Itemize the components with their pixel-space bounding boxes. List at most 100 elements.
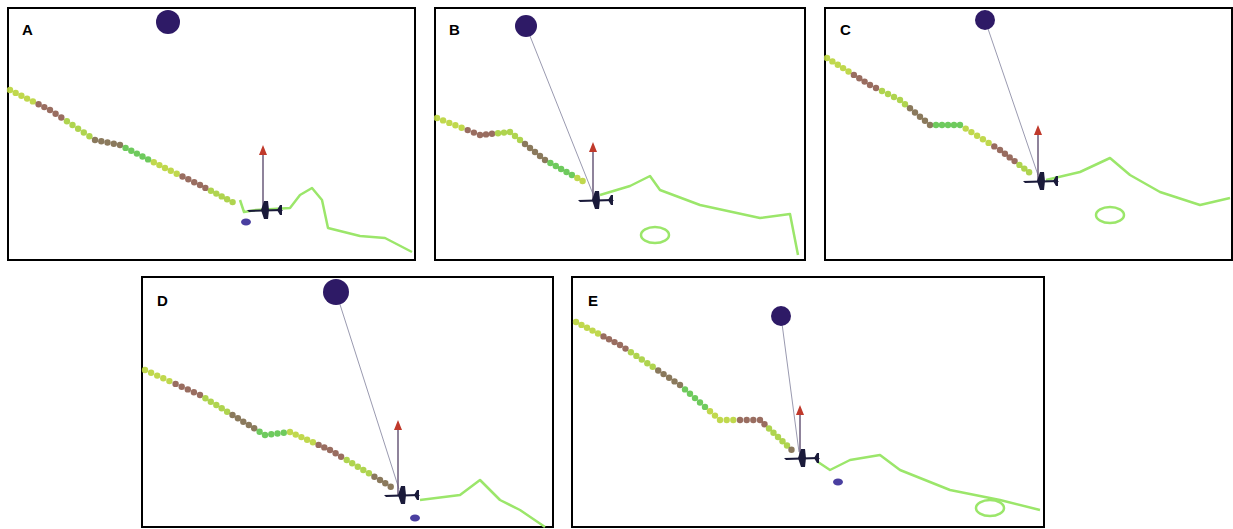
trail-dot [185,386,191,392]
trail-dot [246,422,252,428]
trail-dot [344,457,350,463]
trail-dot [951,122,957,128]
up-vector-head [589,142,597,152]
trail-dot [879,88,885,94]
trail-dot [162,165,168,171]
trail-dot [213,402,219,408]
trail-dot [197,182,203,188]
trail-dot [477,132,483,138]
trail-dot [611,339,617,345]
trail-dot [58,114,64,120]
target-ball [323,279,349,305]
trail-dot [633,353,639,359]
trail-dot [579,178,585,184]
trail-dot [148,370,154,376]
trail-dot [69,122,75,128]
trail-dot [104,139,110,145]
tether-line [526,26,593,194]
trail-dot [208,188,214,194]
tether-line [985,20,1038,175]
up-vector [592,150,594,200]
trail-dot [617,342,623,348]
trail-dot [677,382,683,388]
trail-dot [287,429,293,435]
trail-dot [589,327,595,333]
aircraft-tail [414,490,419,500]
trail-dot [92,137,98,143]
trail-dot [377,477,383,483]
trail-dot [81,129,87,135]
trail-dot [64,118,70,124]
trail-dot [558,166,564,172]
flight-path [600,176,798,255]
trail-dot [845,68,851,74]
flight-path-loop [976,500,1004,516]
up-vector-head [1034,125,1042,135]
trail-dot [861,78,867,84]
trail-dot [650,364,656,370]
trail-dot [707,408,713,414]
trail-dot [501,129,507,135]
trail-dot [600,333,606,339]
trail-dot [224,196,230,202]
aircraft-tail [814,453,819,463]
trail-dot [628,349,634,355]
trail-dot [111,141,117,147]
panel-letter: D [157,293,168,308]
trail-dot [321,444,327,450]
trail-dot [304,437,310,443]
trail-dot [224,409,230,415]
marker-dot [410,515,420,522]
trail-dot [968,129,974,135]
flight-path [420,480,545,527]
up-vector-head [259,145,267,155]
trail-dot [338,454,344,460]
trail-dot [851,72,857,78]
trail-dot [41,104,47,110]
trail-dot [840,65,846,71]
trail-dot [219,405,225,411]
aircraft-wing [1037,172,1045,190]
trail-dot [522,141,528,147]
aircraft-tail [277,205,282,215]
trail-dot [24,95,30,101]
up-vector [1037,133,1039,181]
trail-dot [660,371,666,377]
trail-dot [856,75,862,81]
trail-dot [542,157,548,163]
up-vector-head [394,420,402,430]
target-ball [515,15,537,37]
trail-dot [35,101,41,107]
trail-dot [281,430,287,436]
trail-dot [666,375,672,381]
marker-dot [833,479,843,486]
trail-dot [517,137,523,143]
trail-dot [47,107,53,113]
trail-dot [382,480,388,486]
flight-path [240,188,412,252]
trail-dot [671,378,677,384]
trail-dot [902,101,908,107]
trail-dot [687,391,693,397]
trail-dot [332,450,338,456]
trail-dot [75,126,81,132]
trail-dot [717,417,723,423]
panel-frame [572,277,1044,527]
trail-dot [985,140,991,146]
trail-dot [974,133,980,139]
trail-dot [179,384,185,390]
panel-letter: C [840,22,851,37]
trail-dot [434,115,440,121]
trail-dot [750,417,756,423]
panel-frame [435,8,805,260]
trail-dot [939,122,945,128]
trail-dot [251,425,257,431]
panel-letter: B [449,22,460,37]
trail-dot [213,190,219,196]
trail-dot [240,419,246,425]
trail-dot [151,159,157,165]
trail-dot [366,470,372,476]
trail-dot [873,85,879,91]
trail-dot [578,322,584,328]
trail-dot [293,431,299,437]
